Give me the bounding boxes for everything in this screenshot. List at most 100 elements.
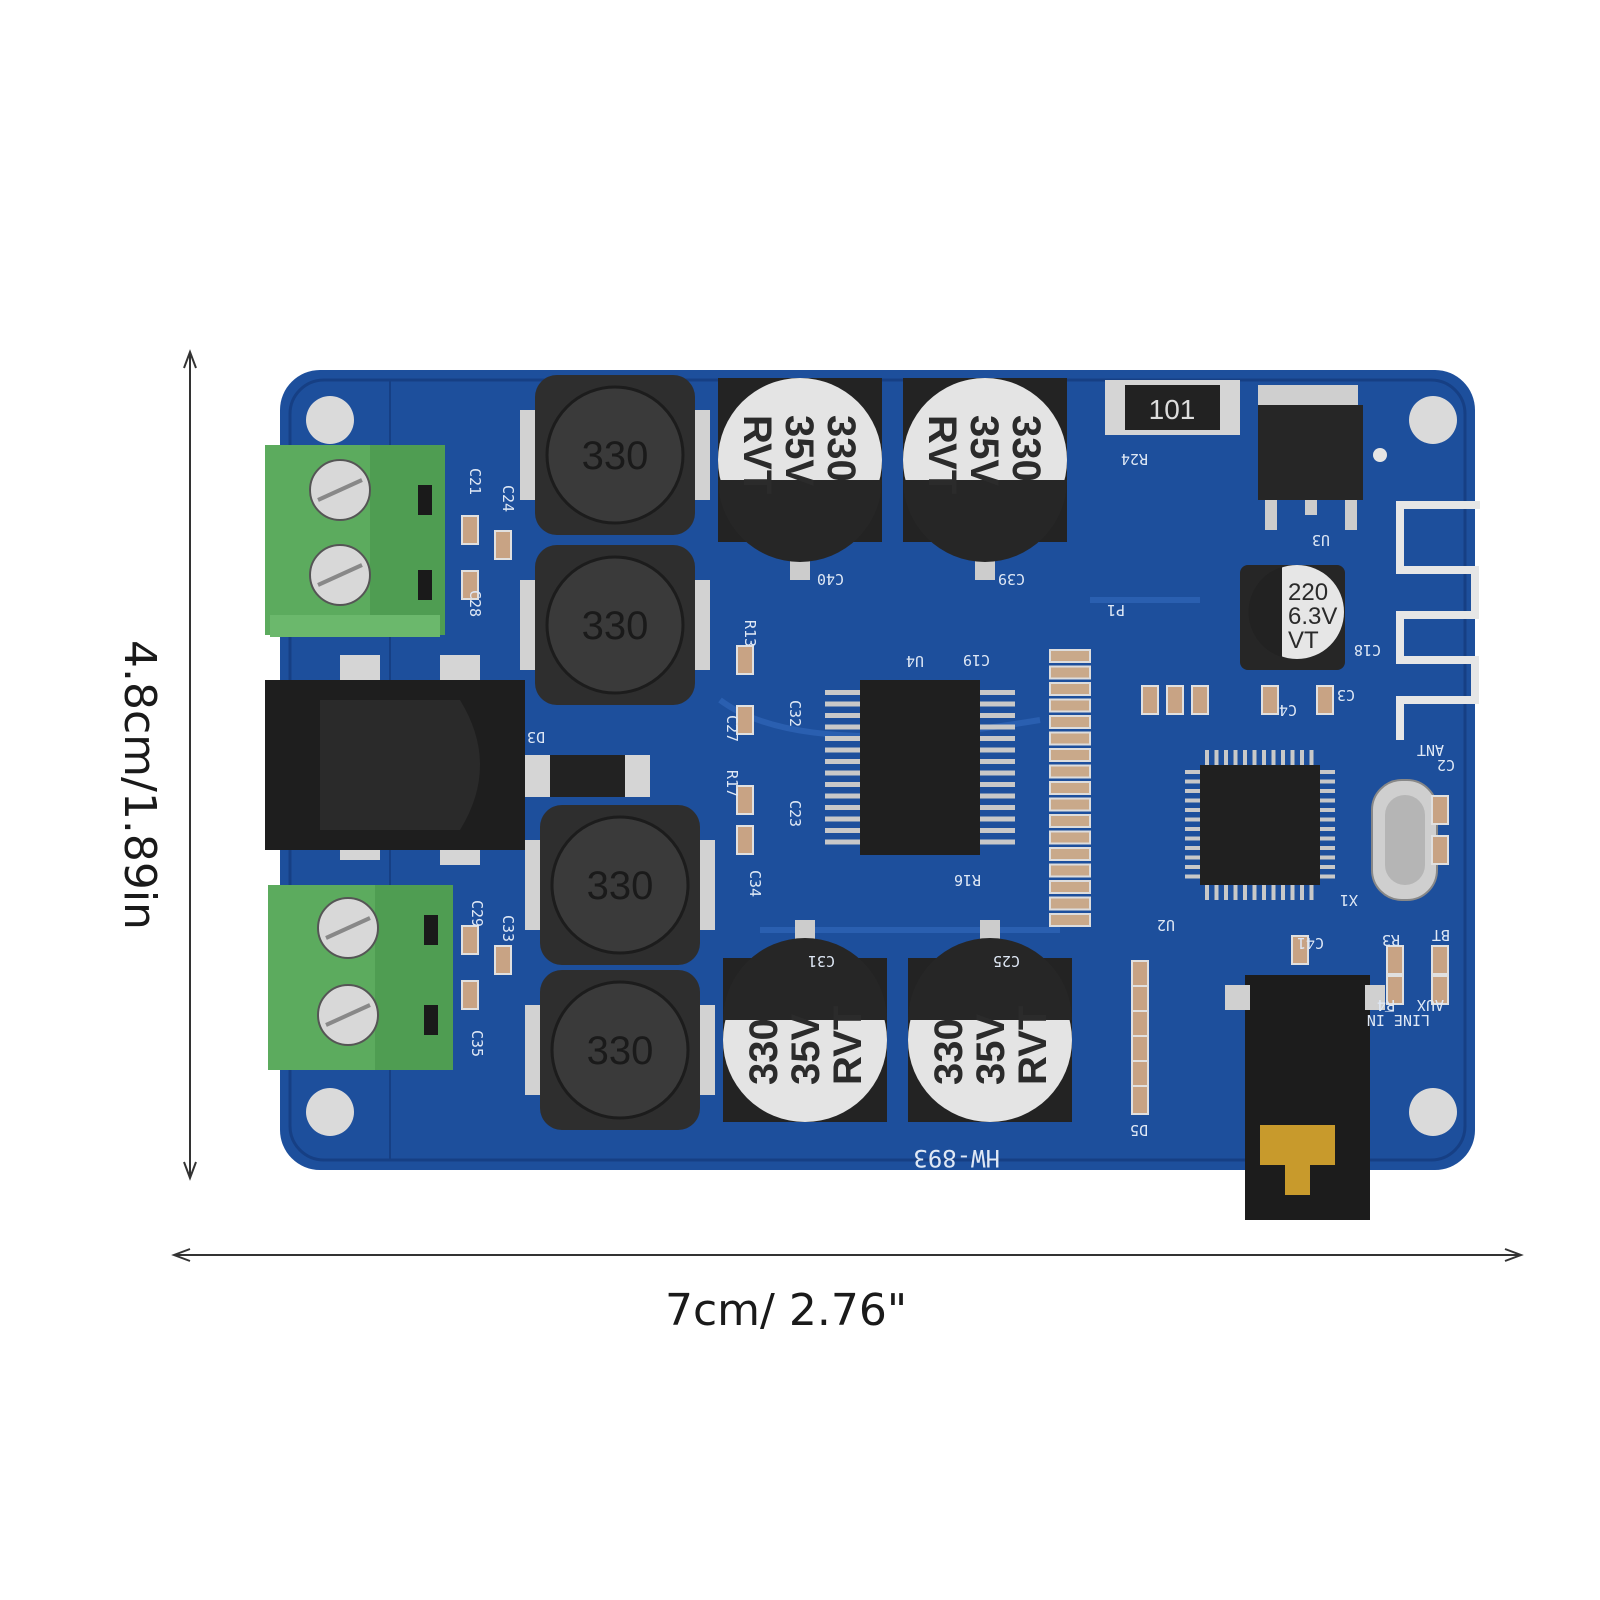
crystal-x1: [1371, 779, 1438, 901]
silk-c31: C31: [808, 952, 835, 970]
silk-aux: AUX: [1417, 996, 1444, 1014]
inductor: 330: [520, 545, 710, 705]
width-label: 7cm/ 2.76": [665, 1285, 907, 1336]
silk-u2: U2: [1157, 916, 1175, 934]
silk-c35: C35: [468, 1030, 486, 1057]
smd-part: [1291, 935, 1309, 965]
inductor-marking: 330: [582, 434, 649, 478]
mounting-hole: [306, 1088, 354, 1136]
silk-u3: U3: [1312, 531, 1330, 549]
smd-part: [1316, 685, 1334, 715]
width-dimension: 7cm/ 2.76": [171, 1248, 1524, 1336]
capacitor-marking: RVT: [920, 415, 964, 494]
capacitor-marking: 330: [742, 1018, 786, 1085]
smd-part: [494, 945, 512, 975]
cap-marking-line1: 220: [1288, 579, 1328, 606]
silk-ant: ANT: [1417, 741, 1444, 759]
silk-r16: R16: [954, 871, 981, 889]
silk-c40: C40: [817, 570, 844, 588]
smd-part: [1131, 960, 1149, 990]
smd-part: [1431, 975, 1449, 1005]
silk-p1: P1: [1107, 601, 1125, 619]
mounting-hole: [1409, 1088, 1457, 1136]
smd-part: [1431, 945, 1449, 975]
smd-components: [461, 515, 1449, 1115]
silk-r4: R4: [1377, 996, 1395, 1014]
screw-terminal-bottom: [268, 885, 453, 1070]
capacitor-marking: 35V: [969, 1014, 1013, 1085]
smd-part: [1191, 685, 1209, 715]
capacitor-marking: 35V: [777, 415, 821, 486]
mounting-hole: [306, 396, 354, 444]
smd-part: [736, 705, 754, 735]
capacitor-marking: 35V: [784, 1014, 828, 1085]
silk-r17: R17: [723, 770, 741, 797]
amplifier-chip-u4: [825, 680, 1015, 855]
bluetooth-chip-u2: [1185, 750, 1335, 900]
silk-c23: C23: [786, 800, 804, 827]
smd-part: [1431, 835, 1449, 865]
inductors: 330 330 330 330: [520, 375, 715, 1130]
silk-c39: C39: [998, 570, 1025, 588]
silk-c28: C28: [466, 590, 484, 617]
inductor: 330: [520, 375, 710, 535]
mounting-hole: [1409, 396, 1457, 444]
dc-power-jack: [265, 655, 525, 865]
silk-c32: C32: [786, 700, 804, 727]
smd-part: [1431, 795, 1449, 825]
arrow-right-icon: [1504, 1248, 1524, 1262]
inductor: 330: [525, 805, 715, 965]
smd-part: [461, 980, 479, 1010]
height-label: 4.8cm/1.89in: [114, 640, 165, 930]
silk-c33: C33: [499, 915, 517, 942]
silk-c27: C27: [723, 715, 741, 742]
capacitor-marking: RVT: [735, 415, 779, 494]
capacitor-marking: RVT: [1011, 1006, 1055, 1085]
silk-c41: C41: [1297, 934, 1324, 952]
screw-terminal-top: [265, 445, 445, 637]
smd-part: [1386, 975, 1404, 1005]
silk-bt: BT: [1432, 926, 1450, 944]
inductor-marking: 330: [582, 604, 649, 648]
smd-part: [736, 645, 754, 675]
inductor-marking: 330: [587, 864, 654, 908]
capacitor-marking: 330: [1004, 415, 1048, 482]
silk-d3: D3: [527, 728, 545, 746]
audio-jack-line-in: [1225, 975, 1385, 1220]
silk-x1: X1: [1340, 891, 1358, 909]
capacitor-marking: 330: [927, 1018, 971, 1085]
cap-marking-line2: 6.3V: [1288, 603, 1337, 630]
smd-part: [1166, 685, 1184, 715]
cap-marking-line3: VT: [1288, 627, 1319, 654]
smd-part: [1131, 985, 1149, 1015]
capacitor-marking: 330: [819, 415, 863, 482]
capacitor-marking: 35V: [962, 415, 1006, 486]
silk-c3: C3: [1337, 686, 1355, 704]
smd-part: [1261, 685, 1279, 715]
silk-c29: C29: [468, 900, 486, 927]
capacitor-marking: RVT: [826, 1006, 870, 1085]
silk-u4: U4: [906, 652, 924, 670]
silk-d5: D5: [1130, 1121, 1148, 1139]
height-dimension: 4.8cm/1.89in: [114, 349, 197, 1181]
pcb-antenna: [1396, 501, 1480, 740]
inductor-marking: 330: [587, 1029, 654, 1073]
smd-part: [461, 515, 479, 545]
silk-c4: C4: [1279, 701, 1297, 719]
silk-line-in: LINE_IN: [1367, 1011, 1430, 1029]
inductor: 330: [525, 970, 715, 1130]
smd-part: [1131, 1010, 1149, 1040]
smd-part: [1386, 945, 1404, 975]
smd-part: [1131, 1035, 1149, 1065]
board-model-label: HW-893: [913, 1144, 1000, 1172]
capacitor-c18: 220 6.3V VT: [1240, 565, 1345, 670]
smd-part: [736, 825, 754, 855]
arrow-up-icon: [183, 349, 197, 369]
smd-part: [1131, 1060, 1149, 1090]
smd-part: [1141, 685, 1159, 715]
silk-c19: C19: [963, 651, 990, 669]
